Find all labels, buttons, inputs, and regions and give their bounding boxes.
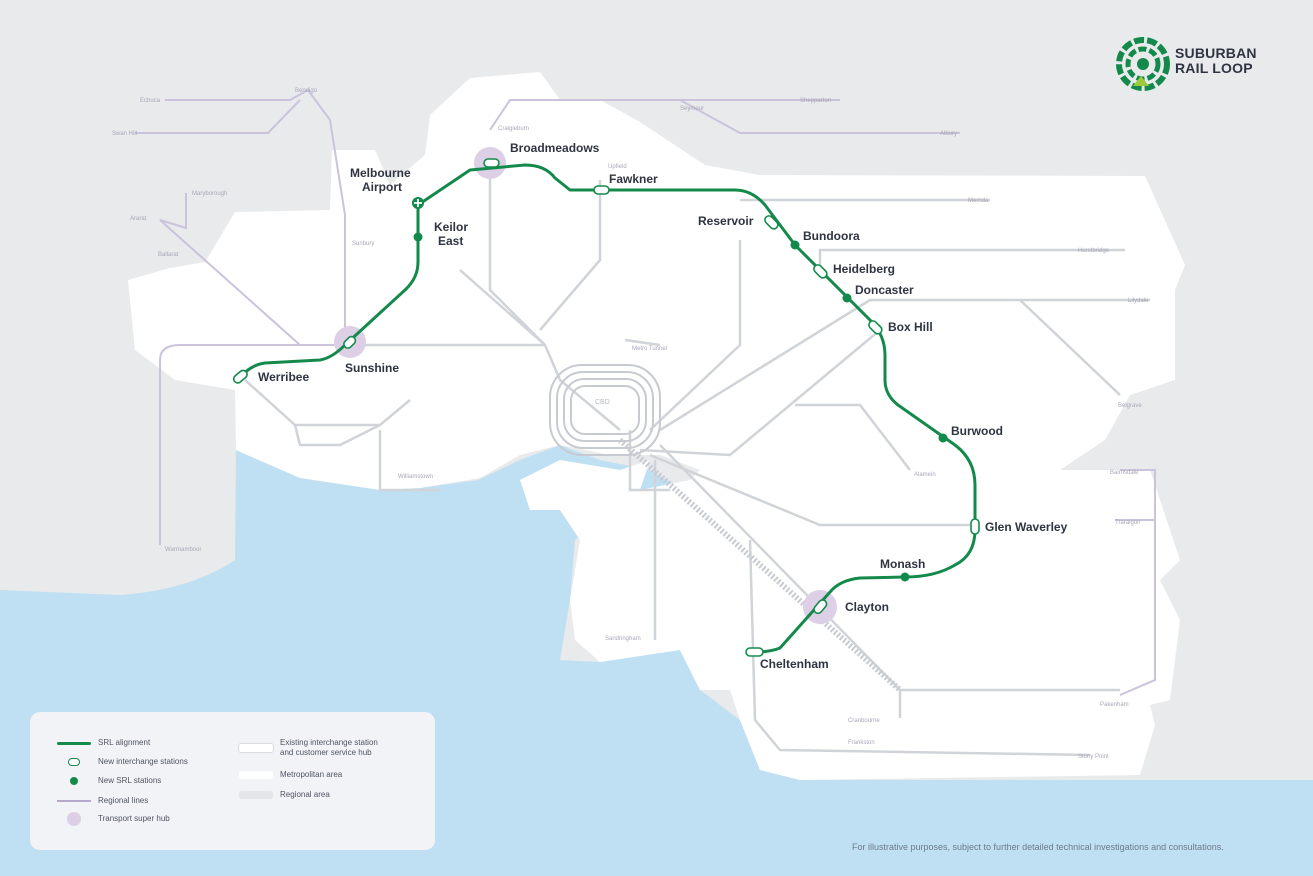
legend-new-srl: New SRL stations — [56, 774, 161, 788]
label-cbd: CBD — [595, 399, 610, 406]
legend-existing-interchange: Existing interchange station and custome… — [238, 738, 378, 758]
label-belgrave: Belgrave — [1118, 403, 1142, 409]
label-clayton: Clayton — [845, 600, 889, 614]
legend-hub-swatch — [67, 812, 81, 826]
label-pakenham: Pakenham — [1100, 702, 1129, 708]
label-echuca: Echuca — [140, 98, 161, 104]
legend-srl-line-swatch — [57, 741, 91, 745]
label-ballarat: Ballarat — [158, 252, 179, 258]
label-albury: Albury — [940, 131, 957, 137]
legend-pill-swatch — [68, 758, 80, 766]
label-maryborough: Maryborough — [192, 191, 227, 197]
legend-dot-swatch — [70, 777, 78, 785]
station-box-hill[interactable] — [867, 319, 883, 335]
label-broadmeadows: Broadmeadows — [510, 141, 600, 155]
brand-wordmark: SUBURBAN RAIL LOOP — [1175, 46, 1257, 76]
metro-lines — [244, 150, 1150, 757]
legend-regional-area-swatch — [239, 791, 273, 799]
station-monash[interactable] — [900, 572, 910, 582]
label-bundoora: Bundoora — [803, 229, 860, 243]
station-doncaster[interactable] — [842, 293, 852, 303]
label-seymour: Seymour — [680, 106, 704, 112]
label-shepparton: Shepparton — [800, 98, 831, 104]
label-swan-hill: Swan Hill — [112, 131, 137, 137]
legend-srl-alignment: SRL alignment — [56, 736, 150, 750]
legend-metro-swatch — [239, 771, 273, 779]
label-sunbury: Sunbury — [352, 241, 374, 247]
station-werribee[interactable] — [232, 369, 249, 385]
label-traralgon: Traralgon — [1115, 520, 1140, 526]
label-lilydale: Lilydale — [1128, 298, 1149, 304]
label-box-hill: Box Hill — [888, 320, 933, 334]
label-hurstbridge: Hurstbridge — [1078, 248, 1110, 254]
label-ararat: Ararat — [130, 216, 147, 222]
brand-line-1: SUBURBAN — [1175, 45, 1257, 61]
label-heidelberg: Heidelberg — [833, 262, 895, 276]
legend-metro-area: Metropolitan area — [238, 768, 342, 782]
station-glen-waverley[interactable] — [970, 518, 980, 535]
station-broadmeadows[interactable] — [483, 158, 500, 168]
label-upfield: Upfield — [608, 164, 627, 170]
brand-logo: SUBURBAN RAIL LOOP — [1115, 36, 1275, 92]
label-alamein: Alamein — [914, 472, 936, 478]
station-reservoir[interactable] — [763, 214, 779, 230]
plus-icon — [414, 199, 422, 207]
station-bundoora[interactable] — [790, 240, 800, 250]
label-cranbourne: Cranbourne — [848, 718, 880, 724]
label-bairnsdale: Bairnsdale — [1110, 470, 1139, 476]
regional-lines — [135, 88, 1156, 696]
legend-regional-area: Regional area — [238, 788, 330, 802]
label-frankston: Frankston — [848, 740, 875, 746]
legend-existing-swatch — [238, 743, 274, 753]
station-heidelberg[interactable] — [812, 263, 828, 279]
station-keilor-east[interactable] — [413, 232, 423, 242]
label-monash: Monash — [880, 557, 925, 571]
legend-regional-swatch — [57, 800, 91, 802]
station-sunshine[interactable] — [342, 335, 357, 350]
label-doncaster: Doncaster — [855, 283, 914, 297]
srl-logo-icon — [1116, 37, 1170, 91]
city-loop — [549, 364, 902, 693]
label-glen-waverley: Glen Waverley — [985, 520, 1068, 534]
label-metro-tunnel: Metro Tunnel — [632, 346, 667, 352]
label-bendigo: Bendigo — [295, 88, 318, 94]
label-werribee: Werribee — [258, 370, 309, 384]
station-cheltenham[interactable] — [745, 647, 764, 657]
label-sandringham: Sandringham — [605, 636, 641, 642]
line-labels: Echuca Bendigo Swan Hill Maryborough Ara… — [112, 88, 1149, 760]
srl-stations — [232, 158, 980, 657]
label-reservoir: Reservoir — [698, 214, 754, 228]
label-stony-point: Stony Point — [1078, 754, 1109, 760]
footnote: For illustrative purposes, subject to fu… — [852, 842, 1224, 852]
legend-new-interchange: New interchange stations — [56, 755, 188, 769]
brand-line-2: RAIL LOOP — [1175, 60, 1253, 76]
label-sunshine: Sunshine — [345, 361, 399, 375]
label-mernda: Mernda — [968, 198, 989, 204]
label-cheltenham: Cheltenham — [760, 657, 829, 671]
legend-regional-lines: Regional lines — [56, 794, 148, 808]
label-craigieburn: Craigieburn — [498, 126, 529, 132]
station-fawkner[interactable] — [593, 185, 610, 195]
legend-super-hub: Transport super hub — [56, 812, 170, 826]
station-burwood[interactable] — [938, 433, 948, 443]
label-williamstown: Williamstown — [398, 474, 433, 480]
label-burwood: Burwood — [951, 424, 1003, 438]
label-fawkner: Fawkner — [609, 172, 658, 186]
map-legend: SRL alignment New interchange stations N… — [30, 712, 435, 850]
station-clayton[interactable] — [812, 598, 828, 615]
label-warrnambool: Warrnambool — [165, 547, 201, 553]
